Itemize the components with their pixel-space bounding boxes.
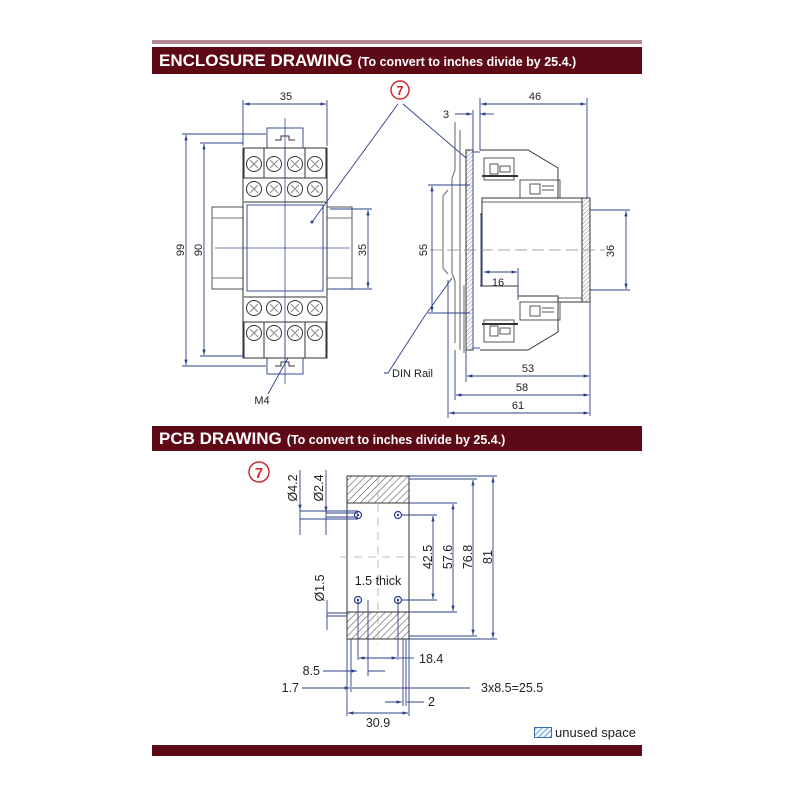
side-view-dimensions [384,98,630,418]
dim-height-99: 99 [175,244,187,256]
dim-pitch: 3x8.5=25.5 [481,681,543,695]
front-view-labels: 35 99 90 35 M4 [175,91,369,407]
dim-8-5: 8.5 [303,664,320,678]
dim-57-6: 57.6 [441,545,455,569]
pcb-board [340,475,416,645]
legend: unused space [534,724,636,740]
label-m4: M4 [254,395,269,407]
dim-width-35: 35 [280,91,292,103]
dim-hole-1-5: Ø1.5 [313,574,327,601]
pcb-subtitle: (To convert to inches divide by 25.4.) [286,433,506,447]
dim-42-5: 42.5 [421,545,435,569]
pcb-drawing-header: PCB DRAWING (To convert to inches divide … [152,426,642,451]
side-view [430,122,605,353]
pcb-thickness: 1.5 thick [355,574,402,588]
dim-18-4: 18.4 [419,652,443,666]
pcb-labels: Ø4.2 Ø2.4 Ø1.5 1.5 thick 42.5 57.6 76.8 … [282,474,544,730]
dim-81: 81 [481,550,495,564]
enclosure-drawing-header: ENCLOSURE DRAWING (To convert to inches d… [152,47,642,74]
dim-depth-46: 46 [529,91,541,103]
pcb-dimensions [298,470,497,716]
svg-text:7: 7 [255,465,263,482]
dim-depth-58: 58 [516,382,528,394]
front-view [211,118,353,384]
legend-label: unused space [555,724,636,740]
enclosure-subtitle: (To convert to inches divide by 25.4.) [357,55,577,69]
dim-hole-4-2: Ø4.2 [286,474,300,501]
dim-1-7: 1.7 [282,681,299,695]
dim-connector-36: 36 [605,245,617,257]
dim-rail-55: 55 [418,244,430,256]
dim-depth-53: 53 [522,363,534,375]
dim-depth-61: 61 [512,400,524,412]
callout-7-enclosure: 7 [310,80,467,224]
top-rule [152,40,642,44]
side-view-labels: 46 3 55 36 16 53 58 61 DIN Rail [392,91,617,412]
hatch-swatch-icon [534,726,552,738]
dim-76-8: 76.8 [461,545,475,569]
enclosure-title: ENCLOSURE DRAWING [159,51,353,70]
dim-width-30-9: 30.9 [366,716,390,730]
front-view-dimensions [182,100,372,395]
dim-flange-3: 3 [443,109,449,121]
dim-height-90: 90 [193,244,205,256]
callout-7-pcb: 7 [248,461,270,483]
footer-bar [152,745,642,756]
label-din-rail: DIN Rail [392,368,433,380]
dim-hole-2-4: Ø2.4 [312,474,326,501]
dim-inner-16: 16 [492,277,504,289]
dim-2: 2 [428,695,435,709]
svg-text:7: 7 [396,83,403,98]
pcb-title: PCB DRAWING [159,429,282,448]
dim-rail-35: 35 [357,244,369,256]
